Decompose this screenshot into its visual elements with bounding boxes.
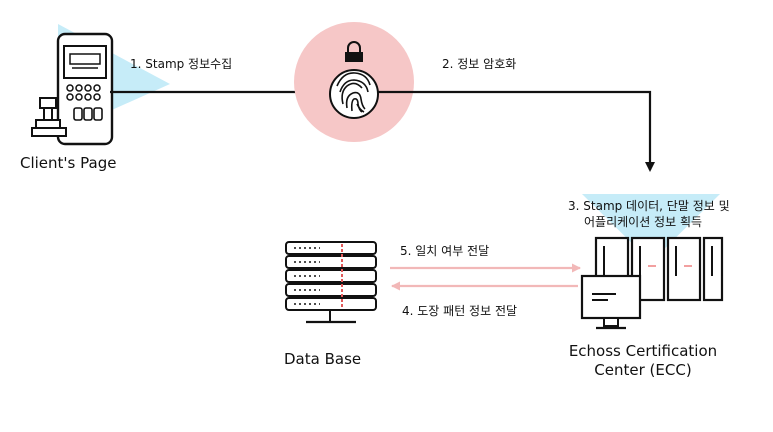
step-2-label: 2. 정보 암호화 <box>442 57 517 71</box>
arrow-encrypt <box>378 90 655 172</box>
ecc-label-line2: Center (ECC) <box>594 361 692 379</box>
ecc-label: Echoss Certification Center (ECC) <box>548 342 738 380</box>
ecc-label-line1: Echoss Certification <box>568 342 718 360</box>
step-3-label-line1: 3. Stamp 데이터, 단말 정보 및 <box>568 199 730 213</box>
database-label: Data Base <box>284 350 362 368</box>
fingerprint-lock-icon <box>294 22 414 142</box>
step-4-label: 4. 도장 패턴 정보 전달 <box>402 304 518 318</box>
database-server-icon <box>285 241 377 324</box>
server-rack-monitor-icon <box>580 236 724 330</box>
step-1-label: 1. Stamp 정보수집 <box>130 57 233 71</box>
phone-stamp-icon <box>31 24 170 146</box>
step-3-label-line2: 어플리케이션 정보 획득 <box>584 215 703 229</box>
ecc-highlight <box>582 194 720 262</box>
step-5-label: 5. 일치 여부 전달 <box>400 244 490 258</box>
client-page-label: Client's Page <box>20 154 117 172</box>
